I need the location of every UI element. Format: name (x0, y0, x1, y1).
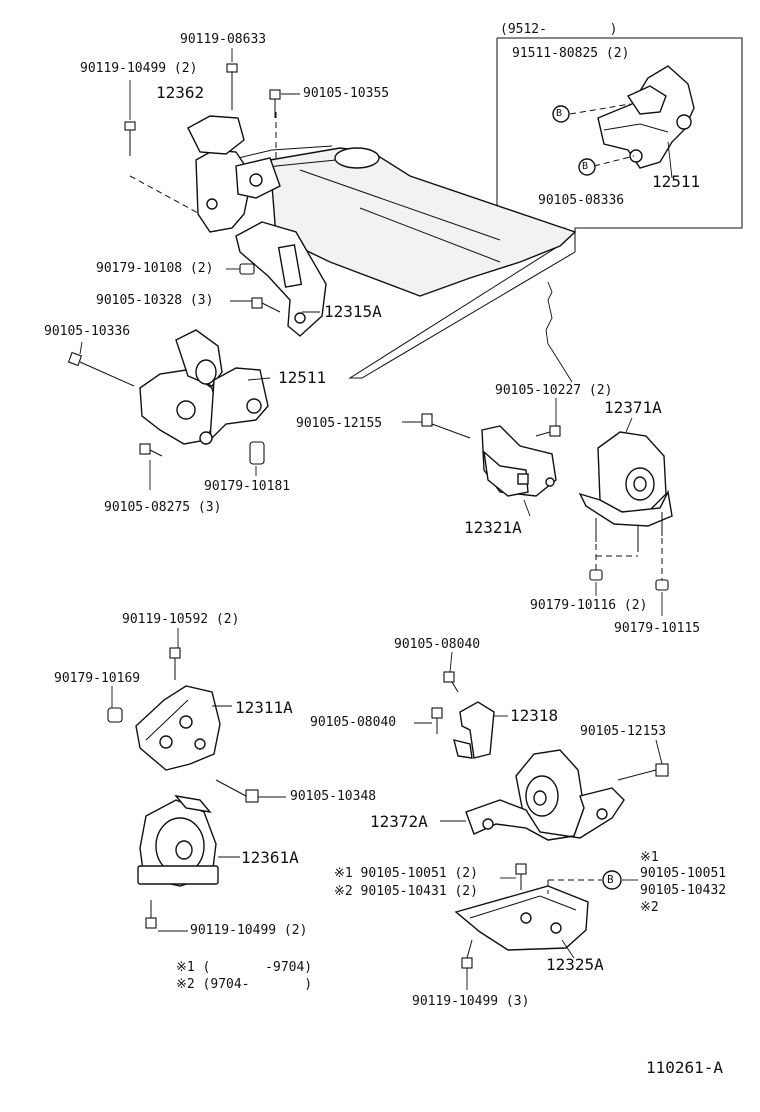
label-90105-10355: 90105-10355 (303, 86, 390, 101)
callout-b-letter: B (607, 873, 614, 886)
bolt-90105-10227 (535, 398, 561, 437)
bolt-90119-08633 (226, 48, 238, 110)
bolt-90105-12155 (402, 413, 471, 439)
label-90105-10336: 90105-10336 (44, 324, 131, 339)
legend-note1: ※1 ( -9704) (176, 960, 313, 975)
label-90105-08040-mid: 90105-08040 (310, 715, 397, 730)
bolt-90105-10336 (67, 341, 135, 387)
label-right-90105-10051: 90105-10051 (640, 866, 727, 881)
nut-90179-10116 (589, 569, 603, 596)
callout-b-circle (602, 870, 622, 890)
label-90105-10348: 90105-10348 (290, 789, 377, 804)
label-12372A: 12372A (370, 812, 428, 831)
engine-mount-insulator-12371A (578, 431, 673, 580)
label-90179-10181: 90179-10181 (204, 479, 291, 494)
label-12511-main: 12511 (278, 368, 327, 387)
engine-mount-insulator-12372A (440, 749, 625, 841)
bracket-12318 (453, 701, 495, 759)
inset-mount-bracket (569, 65, 695, 169)
inset-label-90105-08336: 90105-08336 (538, 193, 625, 208)
bracket-12321A (481, 425, 557, 497)
inset-callout-b-2-letter: B (582, 161, 589, 172)
engine-mount-insulator-12361A (137, 794, 240, 887)
bolt-90105-08275 (139, 443, 163, 490)
label-note2-parts: ※2 90105-10431 (2) (334, 884, 478, 899)
inset-callout-b-1 (552, 105, 570, 123)
bolt-90105-08040-b (414, 707, 443, 734)
label-90105-08275: 90105-08275 (3) (104, 500, 222, 515)
label-12371A: 12371A (604, 398, 662, 417)
label-90119-08633: 90119-08633 (180, 32, 267, 47)
bolt-90119-10499-lower (145, 900, 188, 932)
bolt-90105-12153 (617, 739, 669, 781)
label-12361A: 12361A (241, 848, 299, 867)
label-90179-10116: 90179-10116 (2) (530, 598, 648, 613)
engine-mount-bracket-12315A (235, 221, 327, 337)
bolt-90105-10328 (230, 297, 281, 313)
figure-id: 110261-A (646, 1058, 724, 1077)
label-12315A: 12315A (324, 302, 382, 321)
inset-label-12511: 12511 (652, 172, 701, 191)
inset-callout-b-2 (578, 158, 596, 176)
nut-90179-10169 (107, 686, 123, 723)
label-90105-10328: 90105-10328 (3) (96, 293, 214, 308)
mount-bracket-12311A (135, 685, 221, 771)
bolt-90105-10348 (215, 779, 286, 803)
label-90179-10115: 90179-10115 (614, 621, 701, 636)
label-12311A: 12311A (235, 698, 293, 717)
label-12325A: 12325A (546, 955, 604, 974)
bolt-90105-10051 (500, 863, 527, 890)
label-90179-10108: 90179-10108 (2) (96, 261, 214, 276)
label-90105-12155: 90105-12155 (296, 416, 383, 431)
label-90119-10499-bottom: 90119-10499 (3) (412, 994, 530, 1009)
nut-90179-10108 (226, 263, 255, 275)
label-12318: 12318 (510, 706, 559, 725)
label-90119-10499-lower: 90119-10499 (2) (190, 923, 308, 938)
inset-date-range: (9512- ) (500, 22, 618, 37)
legend-note2: ※2 (9704- ) (176, 977, 313, 992)
bolt-90105-08040-a (443, 651, 459, 693)
label-note1-parts: ※1 90105-10051 (2) (334, 866, 478, 881)
inset-label-91511-80825: 91511-80825 (2) (512, 46, 630, 61)
inset-callout-b-1-letter: B (556, 108, 563, 119)
label-90105-12153: 90105-12153 (580, 724, 667, 739)
label-90105-08040-top: 90105-08040 (394, 637, 481, 652)
label-right-note1: ※1 (640, 850, 659, 865)
bolt-90105-10355 (269, 89, 300, 118)
label-90179-10169: 90179-10169 (54, 671, 141, 686)
bolt-90119-10499-bottom (461, 939, 473, 990)
label-12321A: 12321A (464, 518, 522, 537)
bracket-12325A (454, 879, 602, 951)
nut-90179-10181 (249, 441, 265, 476)
label-right-90105-10432: 90105-10432 (640, 883, 727, 898)
bolt-90119-10499-top (124, 80, 136, 156)
label-right-note2: ※2 (640, 900, 659, 915)
label-90119-10592: 90119-10592 (2) (122, 612, 240, 627)
label-90119-10499-top: 90119-10499 (2) (80, 61, 198, 76)
bolt-90119-10592 (169, 628, 181, 680)
nut-90179-10115 (655, 579, 669, 616)
engine-mount-bracket-12362 (129, 112, 281, 233)
label-90105-10227: 90105-10227 (2) (495, 383, 613, 398)
label-12362: 12362 (156, 83, 205, 102)
engine-mount-insulator-12511 (139, 329, 271, 445)
